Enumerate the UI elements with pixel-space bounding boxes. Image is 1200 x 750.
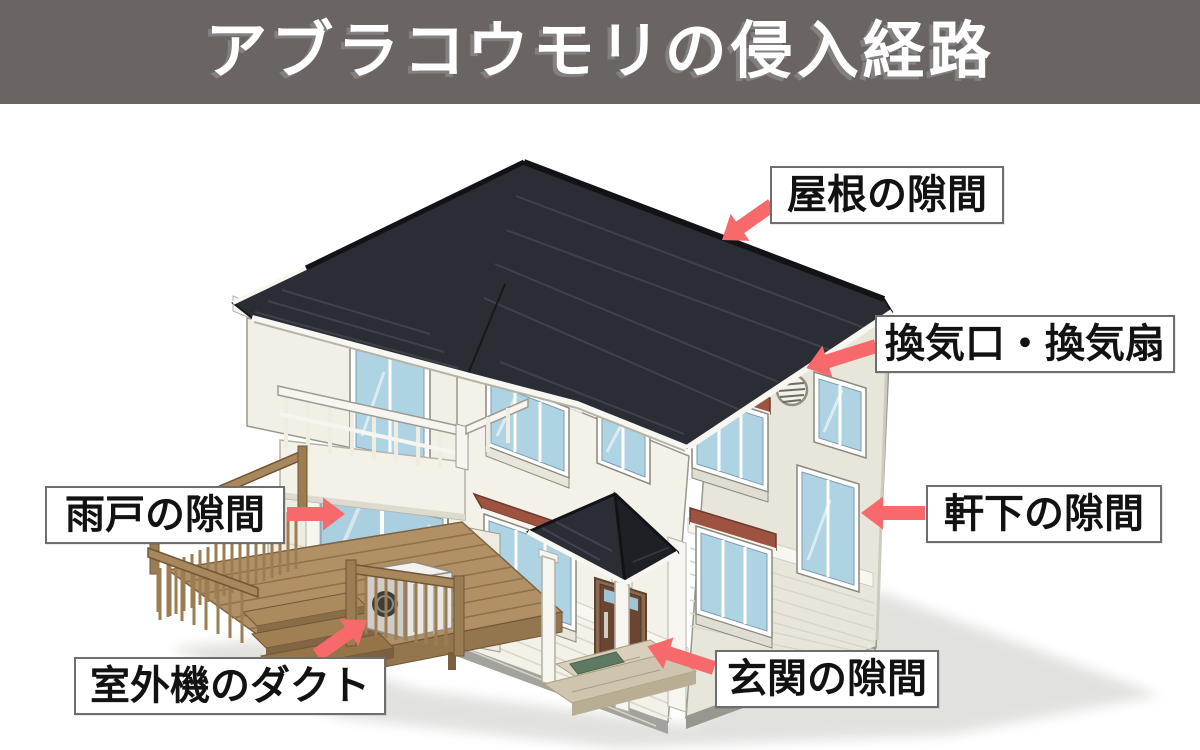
door-mat: [569, 651, 625, 675]
eave-fascia: [251, 315, 689, 451]
window-right-2f: [813, 370, 867, 460]
ground-shadow: [170, 592, 1160, 748]
roof-stripes: [254, 195, 871, 435]
header-banner: アブラコウモリの侵入経路: [0, 0, 1200, 104]
label-vent: 換気口・換気扇: [875, 315, 1175, 373]
bay-window-right-1f: [689, 506, 777, 649]
page-title: アブラコウモリの侵入経路: [205, 17, 995, 86]
balcony-railing: [277, 385, 529, 471]
label-entrance-gap: 玄関の隙間: [715, 650, 939, 708]
porch-roof: [525, 491, 680, 586]
window-right-1f: [796, 463, 860, 594]
roof: [231, 159, 894, 452]
raking-fascia: [685, 309, 894, 451]
label-roof-gap: 屋根の隙間: [770, 166, 1004, 224]
label-ac-duct: 室外機のダクト: [74, 657, 386, 715]
downspout: [875, 321, 890, 641]
roof-ridge: [522, 159, 886, 302]
label-under-eaves: 軒下の隙間: [926, 485, 1162, 543]
label-shutter-gap: 雨戸の隙間: [45, 486, 285, 544]
